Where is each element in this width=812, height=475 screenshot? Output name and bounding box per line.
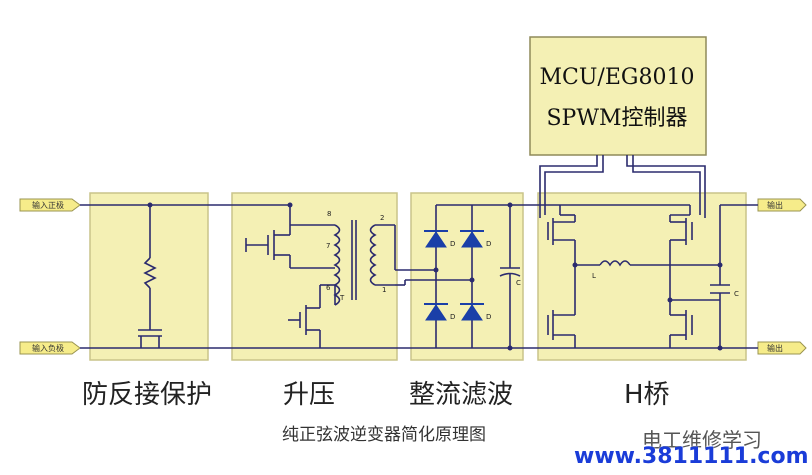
svg-text:输入正极: 输入正极: [32, 200, 64, 210]
label-d3: D: [450, 313, 455, 321]
label-d2: D: [486, 240, 491, 248]
label-rectifier: 整流滤波: [409, 380, 514, 410]
label-d1: D: [450, 240, 455, 248]
label-hbridge: H桥: [624, 380, 670, 410]
label-pin2: 2: [380, 214, 384, 222]
terminal-input-negative: 输入负极: [19, 341, 81, 355]
label-boost: 升压: [283, 380, 336, 410]
watermark-name: 电工维修学习: [642, 428, 762, 452]
watermark-url: www.3811111.com: [574, 444, 809, 469]
label-pin1: 1: [382, 286, 386, 294]
label-pin6: 6: [326, 284, 331, 292]
label-d4: D: [486, 313, 491, 321]
block-boost: [231, 192, 398, 361]
label-inductor: L: [592, 272, 596, 280]
terminal-output-top: 输出: [757, 198, 807, 212]
label-c-out: C: [734, 290, 739, 298]
label-transformer: T: [339, 294, 345, 302]
label-pin8: 8: [327, 210, 331, 218]
wiring: [80, 155, 758, 349]
label-c-filter: C: [516, 279, 521, 287]
controller-subtitle: SPWM控制器: [546, 106, 688, 131]
diode-d4: [460, 303, 484, 321]
diode-d3: [424, 303, 448, 321]
block-controller: [529, 36, 707, 156]
label-pin7: 7: [326, 242, 330, 250]
diode-d2: [460, 230, 484, 248]
diode-d1: [424, 230, 448, 248]
svg-text:输入负极: 输入负极: [32, 343, 64, 353]
label-protection: 防反接保护: [82, 380, 213, 410]
controller-title: MCU/EG8010: [539, 65, 695, 90]
svg-text:输出: 输出: [767, 200, 783, 210]
svg-text:输出: 输出: [767, 343, 783, 353]
junction-dots: [147, 202, 723, 351]
block-rectifier: [410, 192, 524, 361]
terminal-output-bottom: 输出: [757, 341, 807, 355]
block-hbridge: [537, 192, 747, 361]
block-protection: [89, 192, 209, 361]
diagram-caption: 纯正弦波逆变器简化原理图: [282, 425, 486, 445]
terminal-input-positive: 输入正极: [19, 198, 81, 212]
